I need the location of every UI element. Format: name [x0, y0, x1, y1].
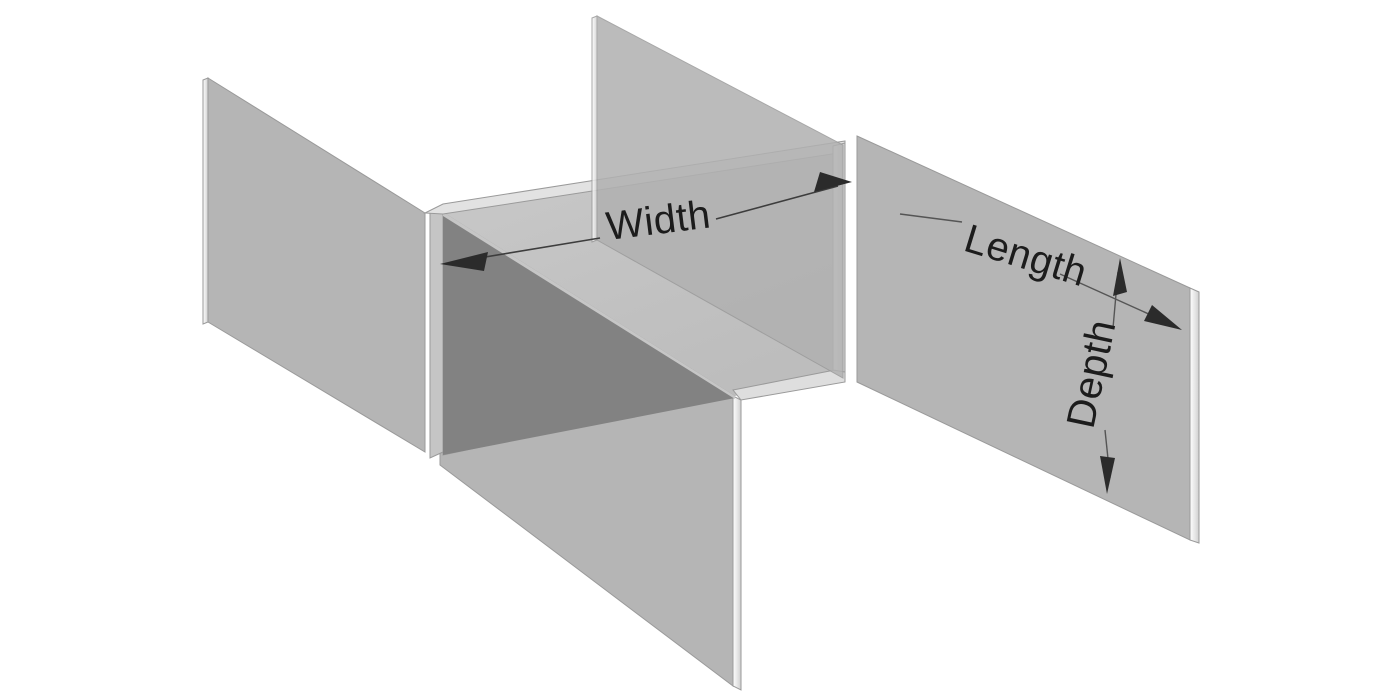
- width-dimension-line-right: [715, 185, 839, 220]
- left-flap-face: [207, 77, 426, 453]
- right-flap-face: [856, 135, 1191, 541]
- right-flap-panel: [856, 135, 1200, 544]
- width-arrow-right-icon: [814, 172, 852, 192]
- left-flap-edge-strip: [202, 77, 209, 325]
- depth-arrow-down-icon: [1100, 456, 1115, 494]
- back-flap-edge-strip: [591, 15, 598, 243]
- front-flap-edge-strip: [732, 395, 742, 691]
- depth-arrow-up-icon: [1113, 258, 1127, 296]
- back-flap-panel: [591, 15, 844, 379]
- length-dimension-line-right: [1059, 273, 1163, 321]
- length-arrow-right-icon: [1144, 305, 1182, 330]
- channel-bottom-rim-face: [732, 367, 846, 401]
- channel-left-wall: [429, 207, 444, 459]
- right-flap-edge-strip: [1189, 287, 1200, 544]
- length-dimension-line-left: [899, 213, 963, 223]
- channel-back-wall-shadow: [443, 215, 735, 455]
- left-flap-panel: [202, 77, 426, 453]
- channel-floor-fold: [443, 212, 735, 399]
- width-arrow-left-icon: [440, 252, 488, 271]
- channel-left-wall-face: [429, 207, 444, 459]
